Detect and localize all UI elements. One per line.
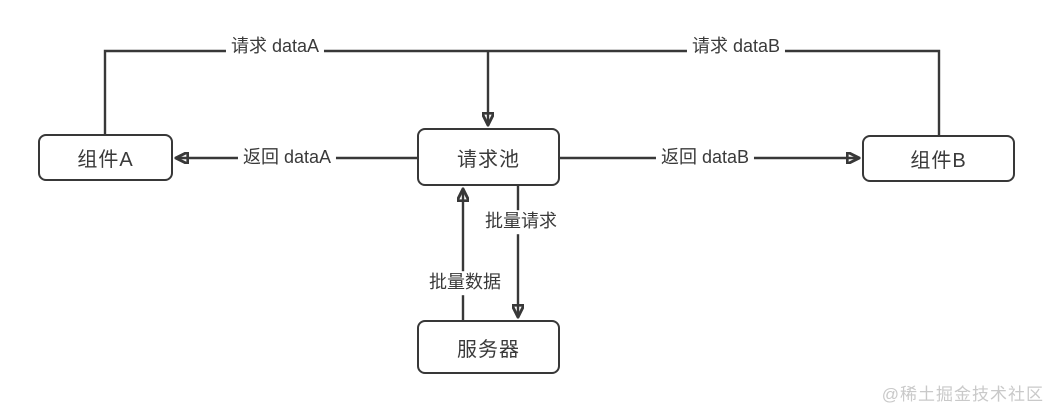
node-component-b: 组件B [862, 135, 1015, 182]
node-component-a: 组件A [38, 134, 173, 181]
edge-label-return-data-b: 返回 dataB [655, 146, 755, 170]
node-component-b-label: 组件B [910, 150, 967, 172]
edge-label-return-data-a: 返回 dataA [237, 146, 337, 170]
watermark: @稀土掘金技术社区 [881, 385, 1044, 404]
edge-line-top-route [103, 49, 941, 135]
node-component-a-label: 组件A [77, 149, 134, 171]
edge-label-request-data-b: 请求 dataB [686, 35, 786, 59]
edge-label-request-data-a: 请求 dataA [225, 35, 325, 59]
node-request-pool: 请求池 [417, 128, 560, 186]
node-server-label: 服务器 [457, 338, 520, 361]
node-server: 服务器 [417, 320, 560, 374]
edge-label-batch-request: 批量请求 [480, 210, 562, 234]
node-request-pool-label: 请求池 [457, 148, 520, 171]
edge-label-batch-data: 批量数据 [424, 271, 506, 295]
